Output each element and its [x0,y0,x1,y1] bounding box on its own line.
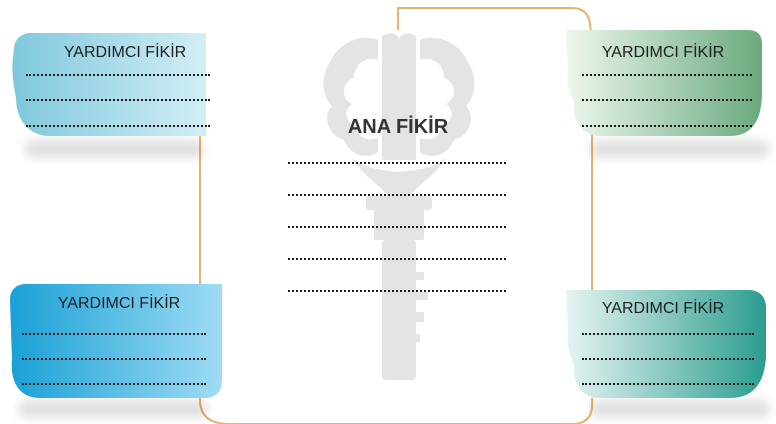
main-idea-line-3[interactable] [288,226,506,228]
main-idea-line-1[interactable] [288,162,506,164]
card-top-left [12,33,207,136]
supporting-idea-title-top-right: YARDIMCI FİKİR [601,44,725,61]
supporting-idea-title-top-left: YARDIMCI FİKİR [63,44,187,61]
top-right-line-1[interactable] [582,74,752,76]
bottom-right-line-1[interactable] [582,333,754,335]
bottom-right-line-3[interactable] [582,383,754,385]
bottom-left-line-2[interactable] [22,358,206,360]
top-right-connector [397,7,593,41]
brain-key-watermark-icon [323,33,475,380]
card-bottom-right [566,290,766,398]
top-right-line-2[interactable] [582,99,752,101]
top-left-line-3[interactable] [26,125,210,127]
bottom-left-line-3[interactable] [22,383,206,385]
bottom-left-line-1[interactable] [22,333,206,335]
bottom-connector [199,384,593,424]
supporting-idea-title-bottom-left: YARDIMCI FİKİR [57,295,181,312]
card-shadows [18,140,770,418]
top-right-line-3[interactable] [582,125,752,127]
top-left-line-2[interactable] [26,99,210,101]
main-idea-line-4[interactable] [288,258,506,260]
card-top-right [566,30,762,136]
bottom-right-line-2[interactable] [582,358,754,360]
top-left-line-1[interactable] [26,74,210,76]
main-idea-line-5[interactable] [288,290,506,292]
card-bottom-left [10,284,222,398]
supporting-idea-title-bottom-right: YARDIMCI FİKİR [601,300,725,317]
main-idea-line-2[interactable] [288,194,506,196]
main-idea-title: ANA FİKİR [347,116,449,138]
